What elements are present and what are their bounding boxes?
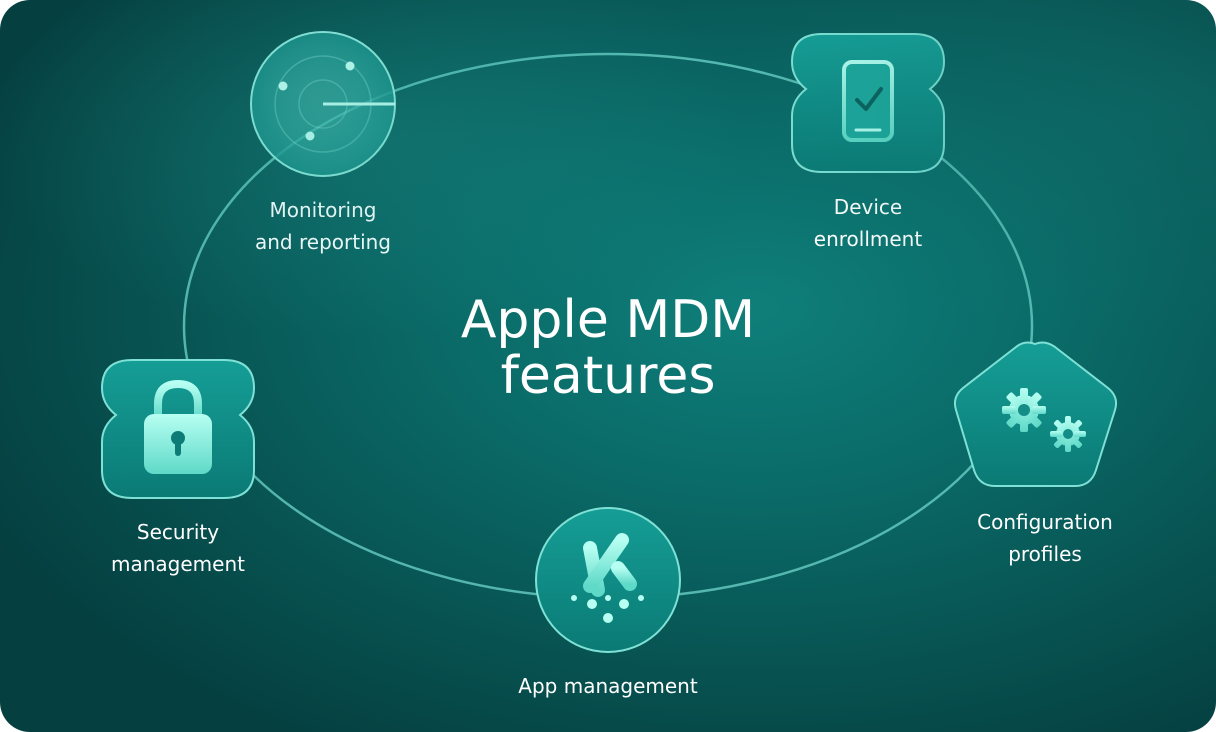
label-configuration-profiles: Configuration profiles	[935, 506, 1155, 570]
label-line: management	[111, 552, 245, 576]
label-monitoring-and-reporting: Monitoring and reporting	[223, 194, 423, 258]
label-line: App management	[518, 674, 698, 698]
label-security-management: Security management	[78, 516, 278, 580]
label-line: enrollment	[813, 227, 923, 251]
gears-icon	[953, 341, 1118, 487]
label-line: Monitoring	[269, 198, 377, 222]
padlock-icon	[100, 359, 256, 499]
label-line: profiles	[1008, 542, 1082, 566]
app-deploy-icon	[535, 507, 681, 653]
diagram-title: Apple MDM features	[360, 292, 856, 404]
label-line: Configuration	[977, 510, 1113, 534]
phone-check-icon	[790, 33, 946, 173]
label-line: Device	[833, 195, 903, 219]
label-line: Security	[136, 520, 220, 544]
label-device-enrollment: Device enrollment	[768, 191, 968, 255]
title-line-2: features	[500, 346, 716, 406]
label-line: and reporting	[255, 230, 391, 254]
title-line-1: Apple MDM	[460, 290, 756, 350]
radar-icon	[250, 31, 396, 177]
label-app-management: App management	[478, 670, 738, 702]
